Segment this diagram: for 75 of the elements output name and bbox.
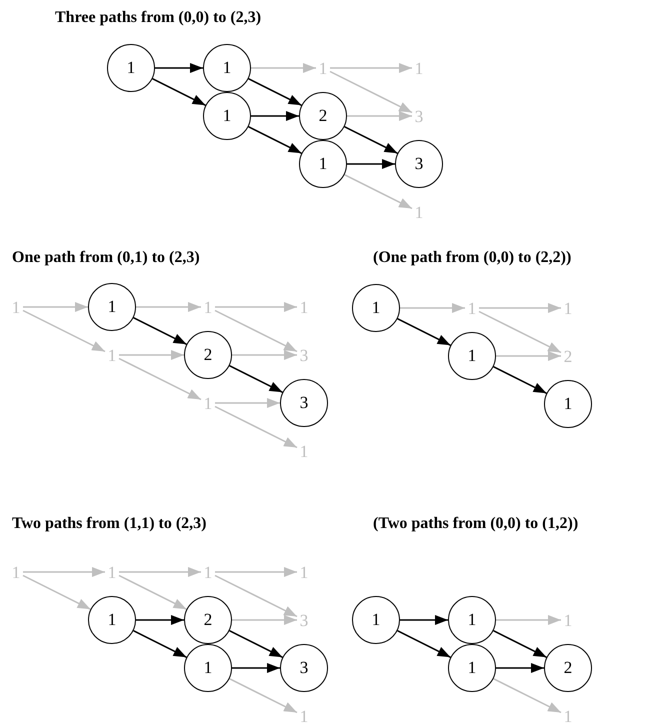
arrow	[400, 615, 448, 625]
arrow	[22, 310, 106, 352]
arrow	[155, 63, 203, 73]
arrow	[496, 351, 561, 361]
number-text: 1	[105, 561, 119, 583]
arrow	[400, 303, 465, 313]
panel-title: Two paths from (1,1) to (2,3)	[12, 514, 206, 534]
number-text: 1	[201, 561, 215, 583]
arrow	[23, 302, 88, 312]
number-text: 1	[9, 296, 23, 318]
number-text: 1	[316, 57, 330, 79]
arrow	[215, 302, 297, 312]
arrow	[344, 174, 412, 210]
arrow	[215, 398, 280, 408]
arrow	[347, 159, 395, 169]
arrow	[136, 615, 184, 625]
number-text: 3	[297, 344, 311, 366]
number-text: 1	[561, 609, 575, 631]
arrow	[397, 318, 451, 346]
arrow	[493, 366, 547, 394]
arrow	[152, 78, 206, 106]
number-text: 1	[412, 57, 426, 79]
arrow	[22, 574, 91, 610]
arrow	[479, 303, 561, 313]
arrow	[347, 111, 412, 121]
number-text: 1	[561, 705, 575, 727]
arrow	[248, 78, 302, 106]
arrow	[136, 302, 201, 312]
arrow	[215, 567, 297, 577]
arrow	[214, 574, 298, 618]
arrow	[133, 317, 187, 345]
arrow	[496, 663, 544, 673]
number-text: 1	[9, 561, 23, 583]
arrow	[493, 630, 547, 658]
arrow	[229, 678, 298, 714]
arrow	[330, 70, 412, 114]
arrow	[214, 310, 298, 352]
arrow	[397, 630, 451, 658]
panel-title: (Two paths from (0,0) to (1,2))	[373, 514, 578, 534]
number-text: 1	[201, 392, 215, 414]
arrow	[496, 615, 561, 625]
number-text: 1	[412, 201, 426, 223]
arrow	[118, 574, 187, 610]
number-text: 1	[561, 297, 575, 319]
number-text: 2	[561, 345, 575, 367]
arrow	[330, 63, 412, 73]
number-text: 1	[297, 561, 311, 583]
arrow	[118, 358, 202, 400]
panel-title: One path from (0,1) to (2,3)	[12, 248, 200, 268]
number-text: 3	[297, 609, 311, 631]
arrow	[248, 126, 302, 154]
panel-title: (One path from (0,0) to (2,2))	[373, 248, 572, 268]
arrow	[232, 663, 280, 673]
panel-title: Three paths from (0,0) to (2,3)	[55, 8, 262, 28]
arrow	[229, 365, 283, 393]
arrow	[344, 126, 398, 154]
number-text: 1	[297, 440, 311, 462]
arrow	[251, 111, 299, 121]
arrow	[214, 406, 298, 448]
number-text: 1	[201, 296, 215, 318]
number-text: 3	[412, 105, 426, 127]
number-text: 1	[465, 297, 479, 319]
arrow	[478, 310, 562, 354]
arrow	[119, 350, 184, 360]
arrow	[23, 567, 105, 577]
arrow	[119, 567, 201, 577]
arrow	[229, 630, 283, 658]
arrow	[493, 678, 562, 714]
number-text: 1	[105, 344, 119, 366]
arrow	[133, 630, 187, 658]
number-text: 1	[297, 705, 311, 727]
arrow	[232, 615, 297, 625]
number-text: 1	[297, 296, 311, 318]
arrow	[232, 350, 297, 360]
arrow	[251, 63, 316, 73]
